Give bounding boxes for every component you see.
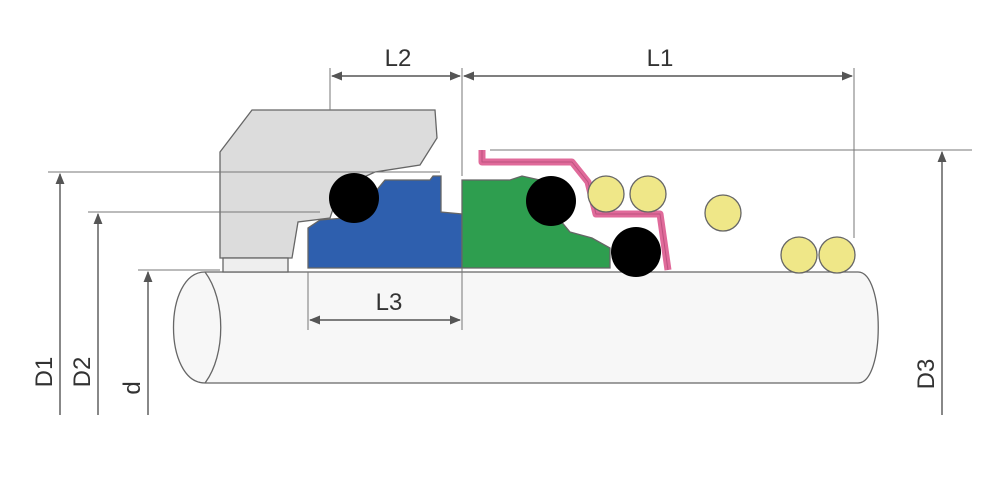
- o-ring-rotating: [526, 176, 576, 226]
- label-d1: D1: [31, 357, 58, 388]
- spring-coils: [587, 175, 856, 274]
- label-d: d: [119, 381, 146, 394]
- extension-lines: [48, 68, 972, 330]
- label-l2: L2: [385, 45, 412, 72]
- o-ring-holder: [611, 227, 661, 277]
- dimension-lines: [55, 71, 947, 415]
- label-d2: D2: [69, 357, 96, 388]
- o-ring-seat: [329, 173, 379, 223]
- shaft: [172, 271, 879, 384]
- label-l1: L1: [647, 45, 674, 72]
- label-d3: D3: [913, 359, 940, 390]
- label-l3: L3: [376, 289, 403, 316]
- seat-housing: [219, 109, 438, 273]
